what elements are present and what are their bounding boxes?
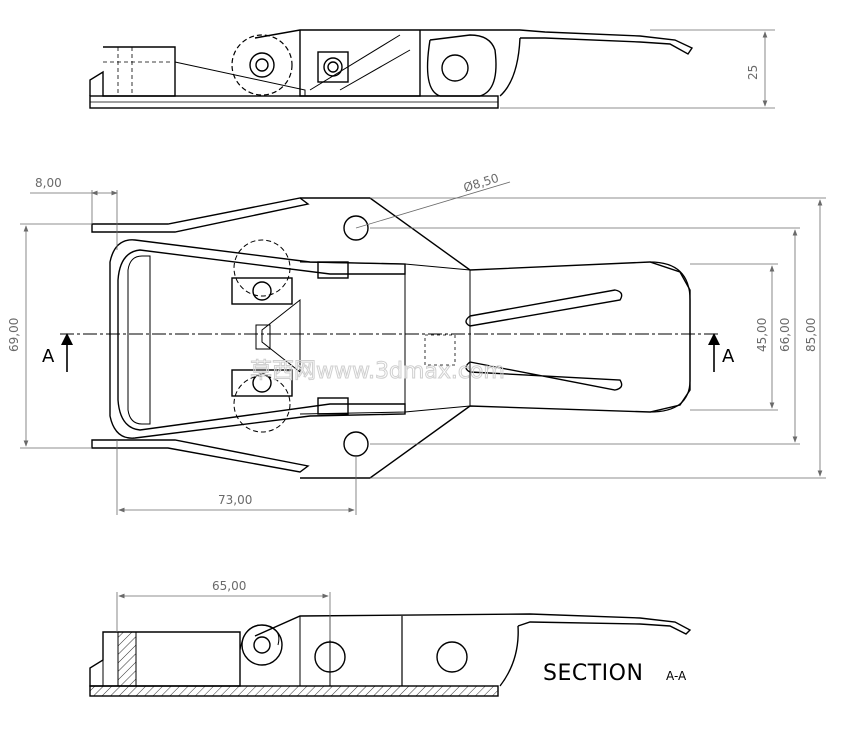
dim-hole-label: Ø8,50 <box>462 171 501 195</box>
dim-45-label: 45,00 <box>755 318 769 352</box>
section-label-right: A <box>722 346 735 367</box>
section-arrow-left <box>61 333 73 372</box>
dim-66-label: 66,00 <box>778 318 792 352</box>
side-view <box>89 29 694 109</box>
plan-dimensions <box>20 181 826 515</box>
dim-65-label: 65,00 <box>212 579 246 593</box>
section-label-left: A <box>42 346 55 367</box>
section-view <box>89 613 692 697</box>
dim-flange-label: 8,00 <box>35 176 62 190</box>
section-title: SECTION <box>543 661 643 686</box>
watermark: 草西网www.3dmax.com <box>250 359 505 384</box>
section-dimensions <box>116 592 331 640</box>
dim-top-height <box>500 29 775 109</box>
dim-73-label: 73,00 <box>218 493 252 507</box>
dim-overall-width-label: 69,00 <box>7 318 21 352</box>
dim-85-label: 85,00 <box>804 318 818 352</box>
section-arrow-right <box>708 333 720 372</box>
plan-view <box>91 197 691 479</box>
section-subtitle: A-A <box>666 669 687 683</box>
dim-top-height-label: 25 <box>746 65 760 80</box>
